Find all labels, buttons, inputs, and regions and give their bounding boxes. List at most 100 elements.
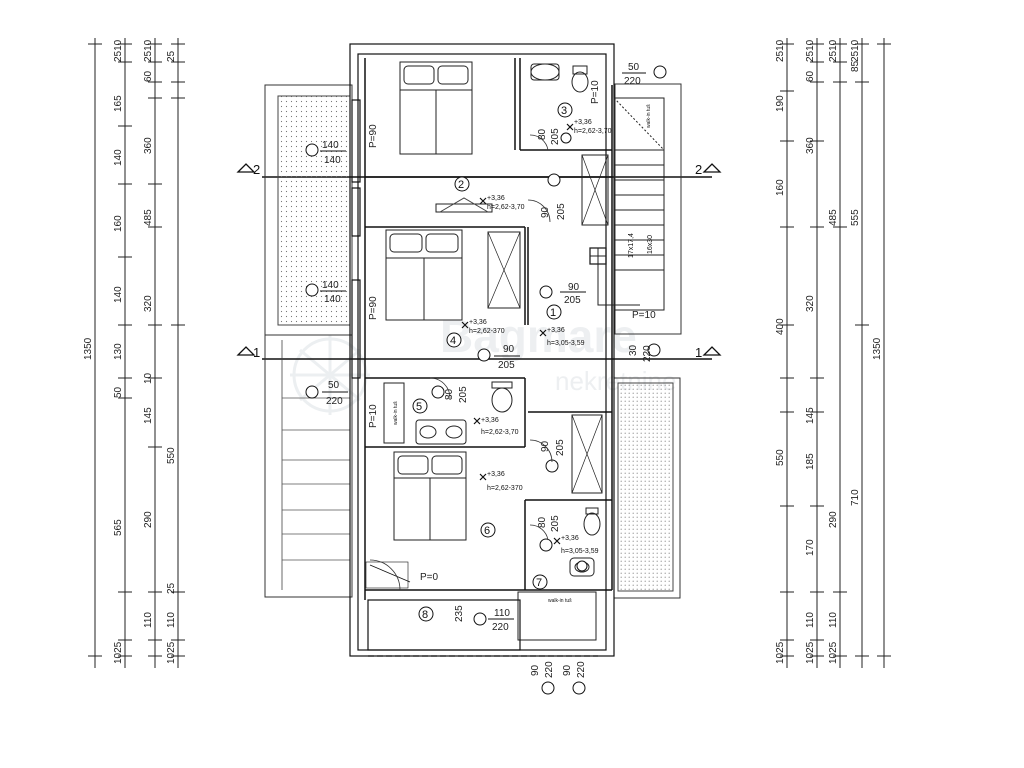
level-3-h: h=2,62-370 xyxy=(469,328,505,335)
level-mark-4: +3,36 h=3,05-3,59 xyxy=(539,327,585,347)
dim-right-outer-11: 185 xyxy=(805,453,816,470)
opening-d5-h: 205 xyxy=(550,515,561,532)
dim-right-inner-x: 2510 xyxy=(850,39,861,62)
opening-o5: 90 205 xyxy=(560,282,586,306)
parapet-p10-stair: P=10 xyxy=(632,310,656,321)
opening-o6-w: 90 xyxy=(503,344,515,355)
walk-in-label-7: walk-in tuš xyxy=(548,598,572,604)
opening-o3-h: 220 xyxy=(326,396,343,407)
dim-left-inner-3: 360 xyxy=(143,137,154,154)
opening-d5-w: 80 xyxy=(537,516,548,528)
dim-right-outer-2: 190 xyxy=(775,95,786,112)
opening-d6: 235 xyxy=(454,605,465,622)
level-cross-icon xyxy=(461,321,469,329)
opening-o8: 90 220 xyxy=(530,661,555,678)
opening-o7-h: 220 xyxy=(492,622,509,633)
dim-left-inner-0: 2510 xyxy=(143,39,154,62)
dim-right-inner-0: 2510 xyxy=(828,39,839,62)
bed-room-6 xyxy=(393,414,603,541)
dim-right-mid-2: 360 xyxy=(805,137,816,154)
dim-right-inner-3: 710 xyxy=(850,489,861,506)
dim-left-outer-0: 2510 xyxy=(113,39,124,62)
dim-right-inner-7: 1025 xyxy=(828,641,839,664)
walk-in-shower-label: walk-in tuš xyxy=(646,104,652,128)
dim-left-inner-13: 110 xyxy=(143,612,154,628)
level-cross-icon xyxy=(539,329,547,337)
section-2-right-label: 2 xyxy=(695,162,702,177)
dim-left-inner-11: 290 xyxy=(143,511,154,528)
dim-left-inner-5: 10 xyxy=(143,372,154,384)
level-mark-6: +3,36 h=2,62-370 xyxy=(479,471,523,492)
room-number-3: 3 xyxy=(561,105,567,117)
level-marks: +3,36 h=2,62-3,70 +3,36 h=2,62-3,70 +3,3… xyxy=(461,119,612,555)
opening-o4-h: 220 xyxy=(624,76,641,87)
level-mark-1: +3,36 h=2,62-3,70 xyxy=(566,119,612,135)
dim-left-outer-7: 565 xyxy=(113,519,124,536)
room-number-8: 8 xyxy=(422,609,428,621)
level-cross-icon xyxy=(479,473,487,481)
opening-d2-w: 90 xyxy=(540,206,551,218)
room-number-2: 2 xyxy=(458,179,464,191)
dim-right-outer-12: 170 xyxy=(805,539,816,556)
level-4-h: h=3,05-3,59 xyxy=(547,340,585,347)
dim-right-mid-1: 60 xyxy=(805,70,816,82)
opening-o7: 110 220 xyxy=(488,608,514,633)
dim-left-extra-2: 110 xyxy=(166,612,177,628)
right-dimension-chains xyxy=(780,38,891,668)
dim-right-outer-16: 1025 xyxy=(775,641,786,664)
dim-left-overall: 1350 xyxy=(83,337,94,360)
dim-right-mid-3: 485 xyxy=(828,209,839,226)
stair-tread: 16x30 xyxy=(647,235,654,254)
level-mark-3: +3,36 h=2,62-370 xyxy=(461,319,505,335)
dim-right-mid-7: 290 xyxy=(828,511,839,528)
level-mark-5: +3,36 h=2,62-3,70 xyxy=(473,417,519,436)
interior-walls xyxy=(364,58,613,600)
level-2-mark: +3,36 xyxy=(487,195,505,202)
level-cross-icon xyxy=(553,537,561,545)
left-dimension-chains xyxy=(88,38,185,668)
dim-left-extra-3: 1025 xyxy=(166,641,177,664)
bath-5-fixtures: walk-in tuš xyxy=(383,381,513,445)
section-arrow-left-icon xyxy=(236,163,256,173)
opening-d3-h: 205 xyxy=(458,386,469,403)
opening-o9: 90 220 xyxy=(562,661,587,678)
dim-left-outer-4: 140 xyxy=(113,286,124,303)
section-arrow-right-icon xyxy=(702,346,722,356)
dim-right-inner-1: 85 xyxy=(850,60,861,72)
dim-right-mid-4: 320 xyxy=(805,295,816,312)
bath-7-fixtures: walk-in tuš xyxy=(517,507,601,641)
parapet-p0: P=0 xyxy=(420,572,439,583)
staircase: 17x17,4 16x30 xyxy=(589,149,665,311)
opening-o4: 50 220 xyxy=(622,62,646,87)
level-1-h: h=2,62-3,70 xyxy=(574,128,612,135)
room-number-1: 1 xyxy=(550,307,556,319)
room-number-5: 5 xyxy=(416,401,422,413)
wardrobe-hall xyxy=(581,154,609,226)
dim-left-outer-1: 165 xyxy=(113,95,124,112)
opening-o2: 140 140 xyxy=(320,280,346,305)
dim-left-inner-4: 485 xyxy=(143,209,154,226)
parapet-p90-top: P=90 xyxy=(368,124,379,148)
dim-left-inner-2: 60 xyxy=(143,70,154,82)
section-arrow-right-icon xyxy=(702,163,722,173)
opening-o1-w: 140 xyxy=(322,140,339,151)
dim-left-inner-9: 145 xyxy=(143,407,154,424)
dim-left-outer-5: 130 xyxy=(113,343,124,360)
dim-left-outer-6: 50 xyxy=(113,386,124,398)
dim-left-inner-6: 320 xyxy=(143,295,154,312)
opening-d1-w: 80 xyxy=(537,128,548,140)
level-5-mark: +3,36 xyxy=(481,417,499,424)
level-2-h: h=2,62-3,70 xyxy=(487,204,525,211)
level-6-mark: +3,36 xyxy=(487,471,505,478)
opening-o8-w: 90 xyxy=(530,664,541,676)
opening-d4: 90 205 xyxy=(540,439,566,456)
level-5-h: h=2,62-3,70 xyxy=(481,429,519,436)
section-1-right-label: 1 xyxy=(695,345,702,360)
opening-o6-h: 205 xyxy=(498,360,515,371)
level-3-mark: +3,36 xyxy=(469,319,487,326)
opening-o2-h: 140 xyxy=(324,294,341,305)
bed-room-top xyxy=(399,61,493,213)
level-6-h: h=2,62-370 xyxy=(487,485,523,492)
parapet-p90-mid: P=90 xyxy=(368,296,379,320)
